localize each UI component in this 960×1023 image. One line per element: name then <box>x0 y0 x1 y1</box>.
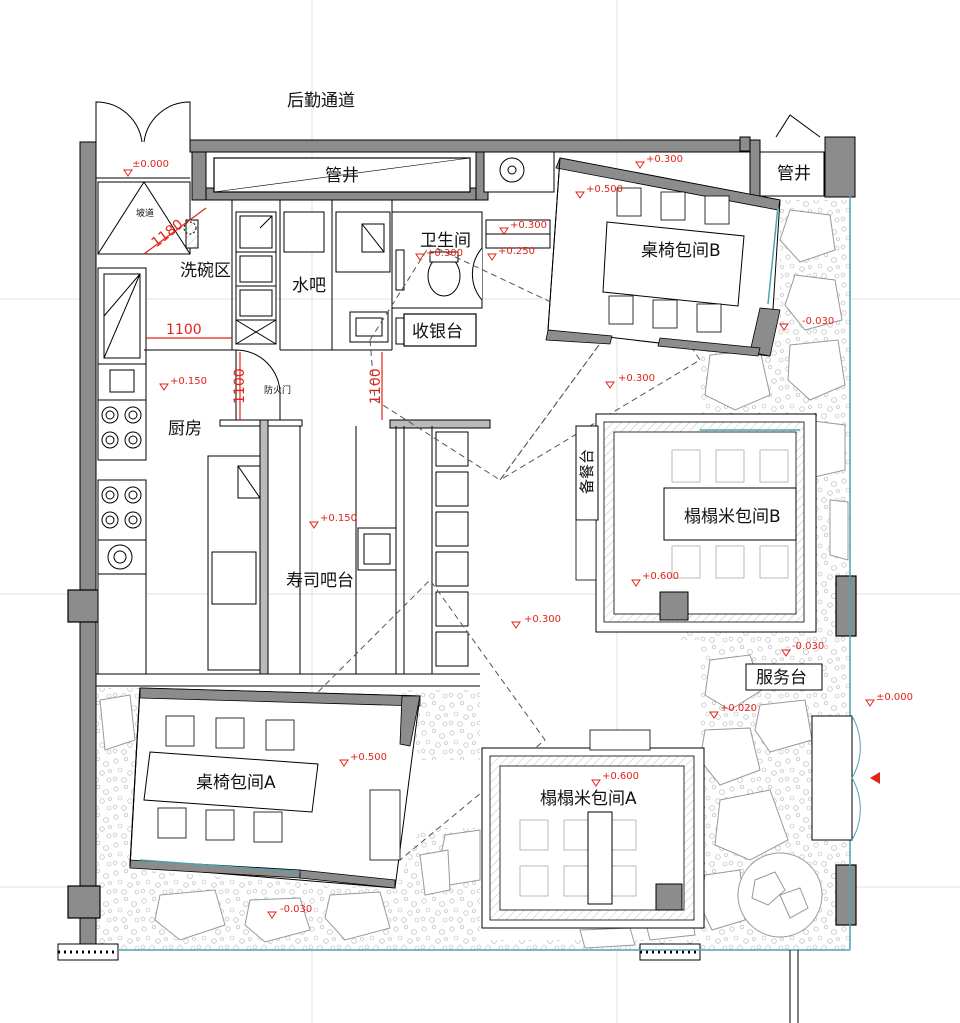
right-shaft-door <box>759 114 825 197</box>
tatami-room-b <box>575 413 817 633</box>
exterior-walls <box>79 136 856 951</box>
corridor-double-door <box>95 101 191 179</box>
elev-tatami-a: +0.600 <box>602 771 639 782</box>
elev-entry: ±0.000 <box>876 692 913 703</box>
elev-room-a: +0.500 <box>350 752 387 763</box>
elev-wc-3: +0.300 <box>426 248 463 259</box>
dim-1100-vertical-1: 1100 <box>232 368 248 404</box>
label-room-b: 桌椅包间B <box>641 241 721 261</box>
dimension-lines <box>143 207 383 420</box>
main-shaft <box>213 157 471 193</box>
elev-room-b: +0.500 <box>586 184 623 195</box>
label-ramp: 坡道 <box>136 207 154 219</box>
label-cashier: 收银台 <box>412 322 463 342</box>
dishwash-cabinets <box>235 211 391 345</box>
elev-garden-right: -0.030 <box>802 316 834 327</box>
elev-room-b-top: +0.300 <box>646 154 683 165</box>
elev-sushi: +0.150 <box>320 513 357 524</box>
label-room-a: 桌椅包间A <box>196 773 276 793</box>
label-corridor: 后勤通道 <box>287 91 355 111</box>
elev-center: +0.300 <box>524 614 561 625</box>
entry-door <box>811 715 880 841</box>
elev-entry-inner: +0.020 <box>720 703 757 714</box>
fire-door <box>235 349 281 420</box>
elev-garden-left: -0.030 <box>280 904 312 915</box>
elev-top-left: ±0.000 <box>132 159 169 170</box>
tatami-room-a <box>481 729 705 929</box>
room-labels: 后勤通道 管井 管井 坡道 洗碗区 水吧 卫生间 收银台 防火门 厨房 寿司吧台… <box>136 91 811 809</box>
label-pantry: 备餐台 <box>578 449 596 494</box>
label-water-bar: 水吧 <box>292 276 326 296</box>
bottom-edge <box>57 195 851 1023</box>
label-sushi-bar: 寿司吧台 <box>286 571 354 591</box>
sushi-bar-equipment <box>207 431 469 671</box>
elev-kitchen: +0.150 <box>170 376 207 387</box>
label-fire-door: 防火门 <box>264 384 291 396</box>
elev-wc-2: +0.250 <box>498 246 535 257</box>
label-shaft-right: 管井 <box>777 164 811 184</box>
elev-wc-1: +0.300 <box>510 220 547 231</box>
elevation-labels: ±0.000 +0.300 +0.500 +0.300 +0.250 +0.30… <box>132 154 913 915</box>
cashier-counter <box>403 313 477 347</box>
dim-1100-horizontal: 1100 <box>166 322 202 338</box>
label-shaft-main: 管井 <box>325 166 359 186</box>
label-service: 服务台 <box>756 668 807 688</box>
dim-1100-vertical-2: 1100 <box>368 368 384 404</box>
elev-aisle: +0.300 <box>618 373 655 384</box>
interior-walls <box>144 200 491 675</box>
dim-1180: 1180 <box>149 217 187 252</box>
elevation-markers <box>123 161 875 919</box>
label-kitchen: 厨房 <box>168 419 202 439</box>
kitchen-equipment <box>96 267 480 687</box>
columns <box>67 575 857 926</box>
elev-service: -0.030 <box>792 641 824 652</box>
private-room-a <box>129 687 421 889</box>
label-tatami-a: 榻榻米包间A <box>540 789 637 809</box>
label-restroom: 卫生间 <box>420 231 471 251</box>
private-room-b <box>545 157 781 357</box>
label-dishwash: 洗碗区 <box>180 261 231 281</box>
service-counter <box>745 663 823 691</box>
label-tatami-b: 榻榻米包间B <box>684 507 781 527</box>
elev-tatami-b: +0.600 <box>642 571 679 582</box>
